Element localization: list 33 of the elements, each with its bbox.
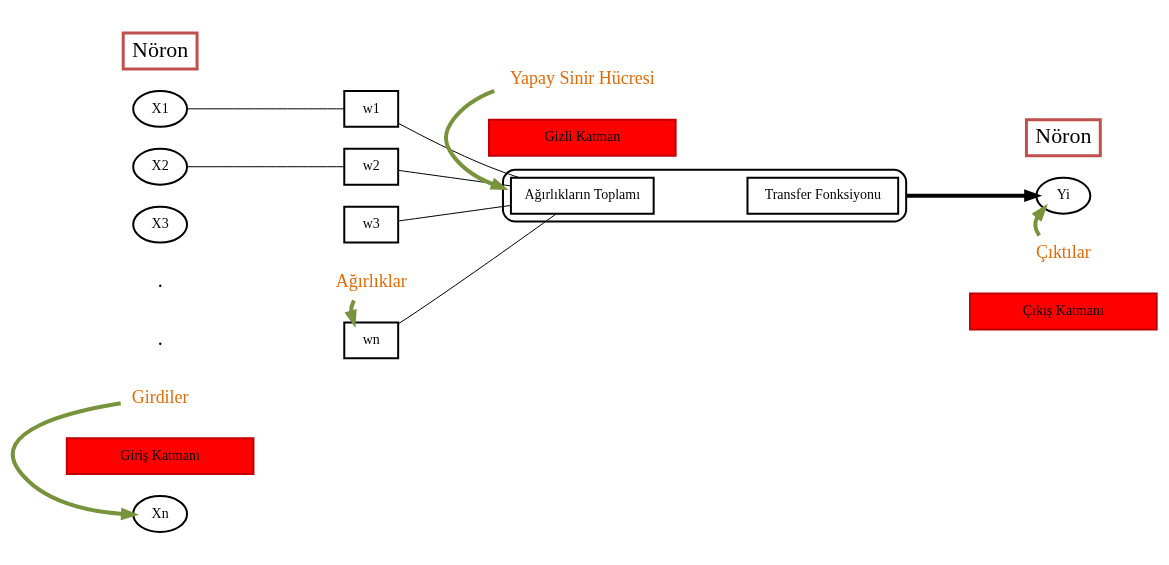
node-box: w2 (343, 147, 400, 186)
node-box: w3 (343, 205, 400, 244)
node-box: w1 (343, 89, 400, 128)
node-box: Transfer Fonksiyonu (746, 176, 900, 215)
label: . (157, 327, 163, 350)
node-text: Çıktılar (1035, 241, 1091, 262)
connector (397, 204, 512, 222)
node-text: Yapay Sinir Hücresi (509, 68, 655, 89)
node-text: Girdiler (131, 386, 189, 407)
node-ellipse: X2 (132, 147, 189, 186)
node-box: Gizli Katman (488, 118, 677, 157)
connector (186, 166, 345, 168)
node-box: wn (343, 321, 400, 360)
node-ellipse: X3 (132, 205, 189, 244)
arrow (1031, 203, 1048, 237)
label: . (157, 269, 163, 292)
node-ellipse: X1 (132, 89, 189, 128)
cluster (501, 168, 908, 223)
node-box: Ağırlıkların Toplamı (509, 176, 655, 215)
node-box: Çıkış Katmanı (969, 292, 1158, 331)
arrow (10, 401, 139, 521)
arrow (444, 88, 509, 191)
arrow (906, 189, 1043, 202)
connector (397, 213, 557, 325)
node-box: Nöron (121, 31, 199, 71)
node-ellipse: Xn (132, 495, 189, 533)
connector (397, 169, 512, 187)
connector (398, 122, 520, 179)
node-box: Giriş Katmanı (65, 437, 255, 476)
connector (186, 108, 345, 110)
node-ellipse: Yi (1035, 176, 1092, 215)
node-text: Ağırlıklar (335, 270, 407, 291)
node-box: Nöron (1024, 118, 1102, 158)
